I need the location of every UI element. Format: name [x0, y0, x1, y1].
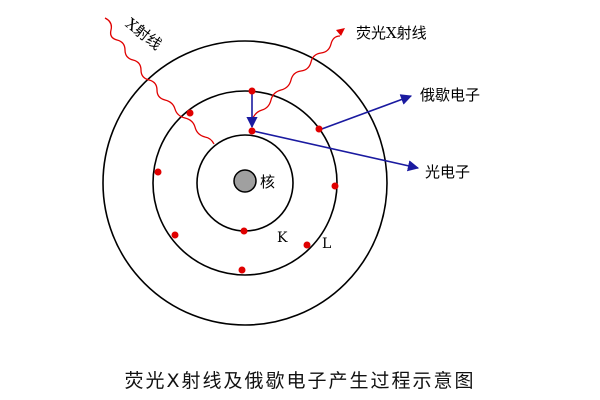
shell-l-label: L — [322, 236, 331, 252]
diagram-caption: 荧光X射线及俄歇电子产生过程示意图 — [124, 370, 476, 392]
electron-l-top — [248, 87, 256, 95]
auger-electron-arrow — [318, 94, 413, 131]
incident-xray-wave — [104, 17, 215, 145]
electron-k-bottom — [240, 227, 248, 235]
fluorescent-xray-arrowhead — [336, 28, 345, 36]
outer-orbit — [102, 40, 388, 326]
photoelectron-label: 光电子 — [425, 163, 470, 181]
photoelectron-arrow — [252, 130, 420, 172]
nucleus — [233, 169, 257, 193]
fluorescent-xray-label: 荧光X射线 — [356, 24, 427, 42]
electron-l-right — [331, 182, 339, 190]
electron-l-lower-right — [303, 241, 311, 249]
auger-electron-label: 俄歇电子 — [420, 86, 480, 104]
l-shell-orbit — [152, 90, 338, 276]
electron-k-top — [248, 127, 256, 135]
electron-l-lower-left — [171, 231, 179, 239]
shell-k-label: K — [277, 230, 288, 246]
nucleus-label: 核 — [260, 173, 275, 191]
electron-l-upper-right — [315, 125, 323, 133]
fluorescent-xray-wave — [251, 35, 341, 121]
electron-l-upper-left — [186, 109, 194, 117]
electron-l-bottom — [238, 266, 246, 274]
incident-xray-label: X射线 — [122, 14, 165, 53]
electron-l-left — [154, 168, 162, 176]
